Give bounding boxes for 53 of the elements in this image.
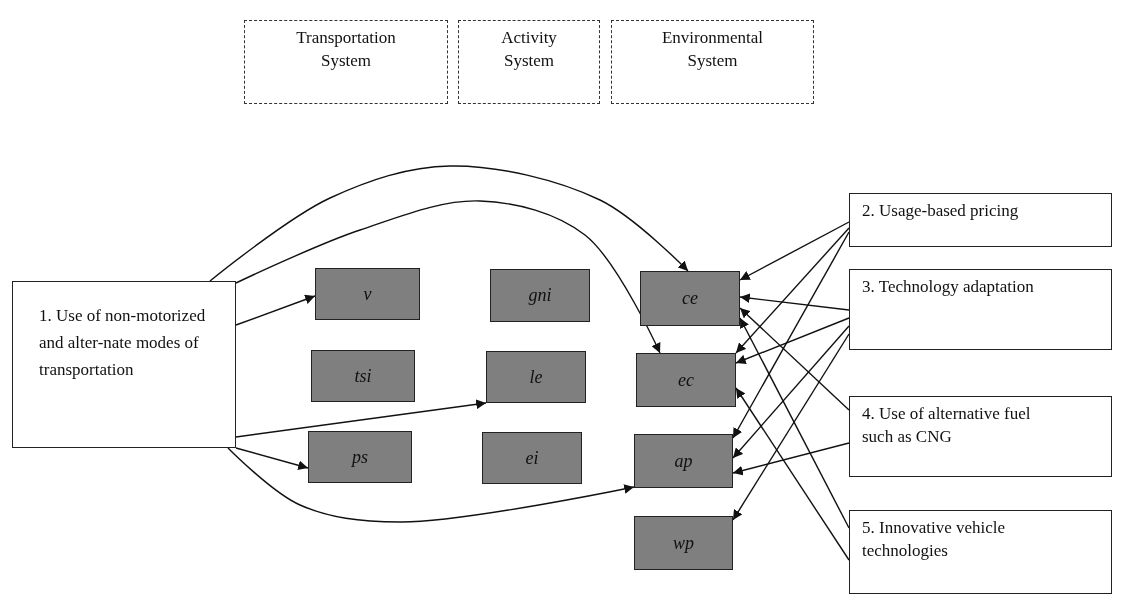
variable-box [311, 350, 415, 402]
node-label: Environmental System [661, 27, 764, 72]
arrow [739, 317, 850, 529]
node-label: ap [674, 449, 693, 473]
arrow [235, 447, 309, 471]
variable-box [482, 432, 582, 484]
variable-box [634, 516, 733, 570]
node-label: Transportation System [295, 27, 397, 72]
variable-box [308, 431, 412, 483]
arrow [235, 294, 316, 326]
arrow [732, 442, 850, 476]
node-label: 5. Innovative vehicle technologies [862, 517, 1007, 562]
node-label: 4. Use of alternative fuel such as CNG [862, 403, 1032, 448]
system-box [244, 20, 448, 104]
arrow [735, 387, 850, 561]
system-box [458, 20, 600, 104]
arrow [739, 293, 850, 311]
node-label: wp [673, 531, 694, 555]
node-label: 2. Usage-based pricing [862, 200, 1019, 222]
arrow [732, 325, 850, 459]
variable-box [634, 434, 733, 488]
variable-box [486, 351, 586, 403]
node-label: Activity System [500, 27, 558, 72]
strategy-box [849, 269, 1112, 350]
arrow [209, 165, 689, 282]
node-label: ce [682, 287, 698, 311]
arrow [227, 447, 635, 523]
arrow [732, 231, 850, 439]
node-label: gni [528, 284, 552, 308]
arrow [235, 200, 661, 354]
arrow [735, 317, 850, 364]
node-label: ec [678, 368, 694, 392]
node-label: 1. Use of non-motorized and alter-nate modes of transportation [39, 305, 207, 382]
strategy-box [849, 510, 1112, 594]
variable-box [640, 271, 740, 326]
arrow [732, 333, 850, 521]
node-label: ps [352, 445, 368, 469]
system-box [611, 20, 814, 104]
node-label: 3. Technology adaptation [862, 276, 1034, 298]
strategy-box [12, 281, 236, 448]
variable-box [636, 353, 736, 407]
node-label: tsi [354, 364, 372, 388]
arrow [739, 221, 850, 281]
node-label: ei [525, 446, 539, 470]
node-label: le [529, 365, 543, 389]
node-label: v [363, 282, 372, 306]
variable-box [490, 269, 590, 322]
strategy-box [849, 396, 1112, 477]
variable-box [315, 268, 420, 320]
arrow [235, 399, 487, 438]
strategy-box [849, 193, 1112, 247]
arrow [735, 227, 850, 354]
arrow [739, 307, 850, 411]
